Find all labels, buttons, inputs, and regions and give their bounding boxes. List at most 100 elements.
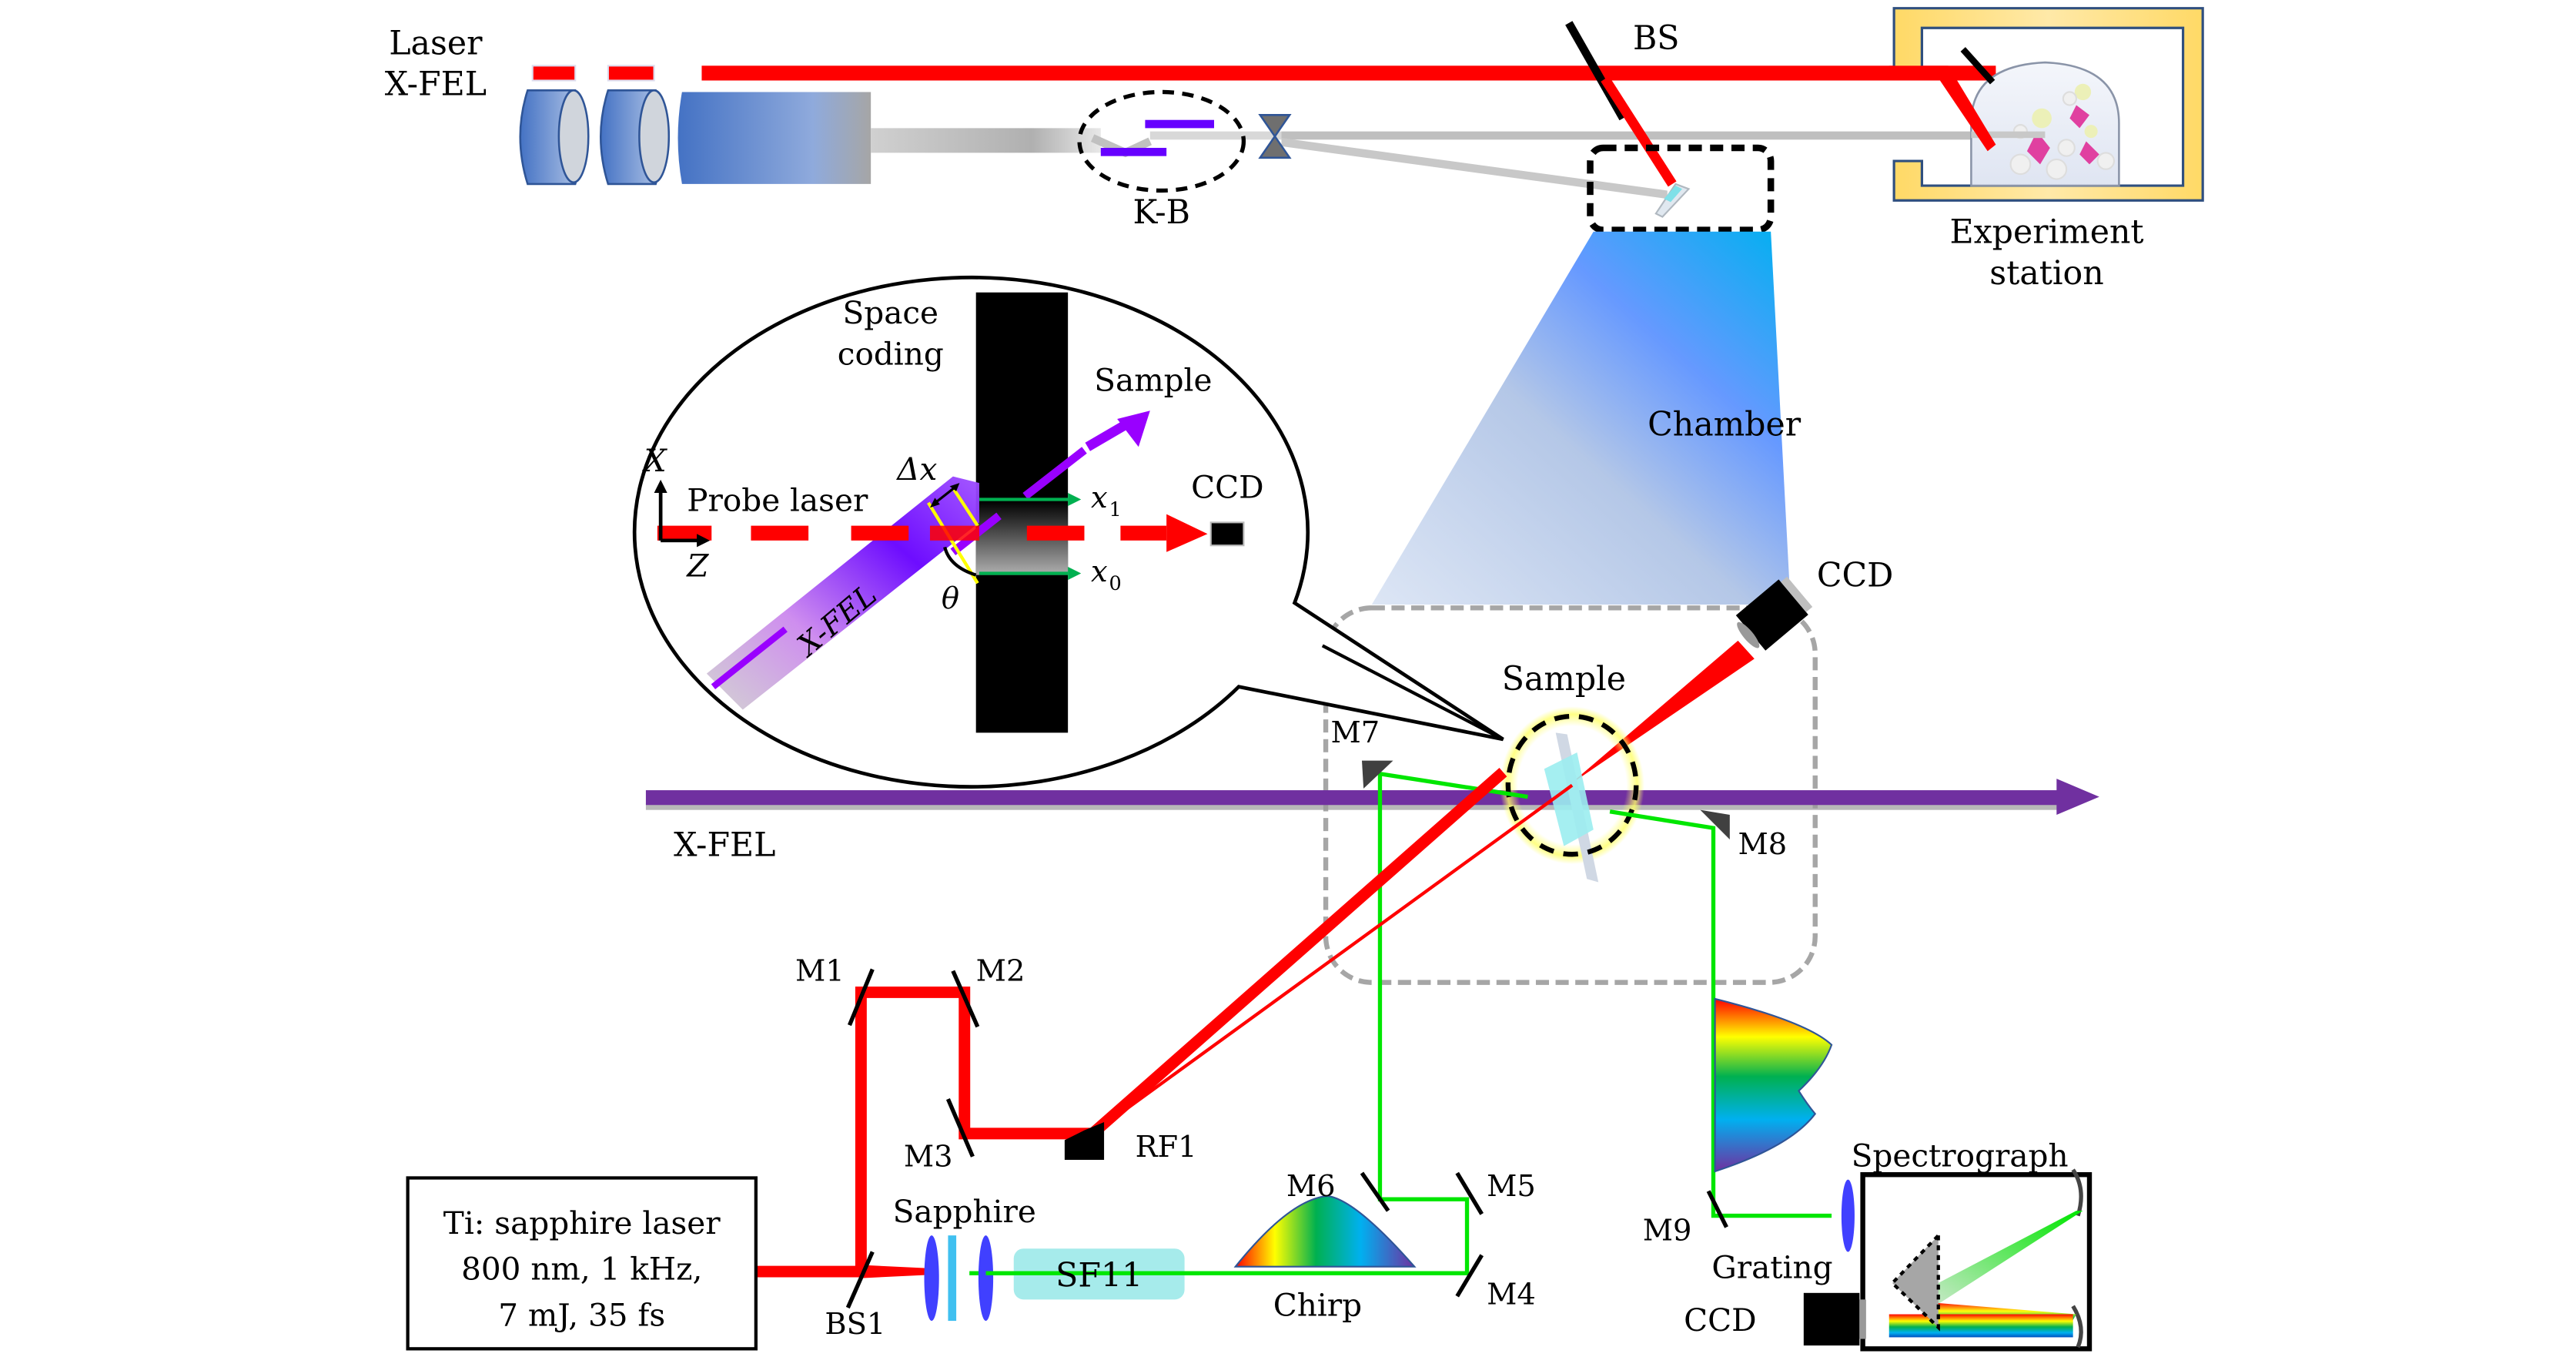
mirror-m2: [951, 970, 980, 1028]
rf1-label: RF1: [1136, 1130, 1197, 1164]
kb-mirror-upper: [1145, 119, 1215, 129]
space-coding-label-2: coding: [838, 336, 944, 373]
sf11-label: SF11: [1055, 1256, 1142, 1295]
laser-spec-line2: 800 nm, 1 kHz,: [461, 1251, 702, 1288]
sapphire-assembly: [924, 1235, 994, 1322]
space-coding-inset: Space coding X-FEL Sample CCD: [632, 276, 1504, 789]
experiment-station: [1889, 7, 2204, 202]
spectrograph-ccd: [1803, 1292, 1866, 1346]
undulator-cylinder-1: [519, 89, 590, 186]
chamber-view: Chamber CCD Sample: [1323, 231, 1893, 985]
beam-splitter-bs: [1565, 21, 1627, 121]
undulator-magnet-1: [531, 65, 577, 82]
wavefront-0: [927, 501, 979, 585]
kb-mirror-highlight: [1077, 89, 1246, 193]
xfel-label: X-FEL: [674, 826, 775, 864]
ti-sapphire-laser-box: [406, 1176, 758, 1351]
main-laser-beam: [701, 65, 1996, 81]
bs-label: BS: [1633, 19, 1680, 58]
experiment-label: Experiment: [1949, 213, 2143, 252]
sapphire-plate: [948, 1235, 957, 1322]
mirror-m7: [1361, 760, 1393, 789]
grating-prism: [1889, 1231, 1940, 1332]
inset-sample-label: Sample: [1094, 362, 1212, 399]
grating-label: Grating: [1711, 1249, 1832, 1286]
mirror-m8: [1700, 809, 1730, 840]
spectrograph-ccd-label: CCD: [1684, 1302, 1756, 1339]
x0-label: x: [1091, 555, 1108, 589]
dispersed-spectrum-beam: [1889, 1314, 2073, 1338]
coordinate-axes: [654, 479, 711, 548]
chamber-detail-box: [1323, 605, 1818, 985]
split-laser-beam: [1601, 75, 1677, 187]
m8-label: M8: [1738, 827, 1787, 862]
spectrograph-label: Spectrograph: [1852, 1138, 2069, 1174]
undulator-tube: [677, 92, 871, 184]
mirror-m3: [945, 1098, 975, 1158]
sample-direction-arrow: [1117, 410, 1150, 447]
xray-beam-entry: [1971, 131, 2046, 139]
laser-spec-line3: 7 mJ, 35 fs: [498, 1296, 665, 1333]
top-beamline: Laser X-FEL K-B BS: [385, 7, 2204, 293]
xfel-main-beam: [645, 779, 2099, 816]
chamber-sample-label: Sample: [1502, 660, 1626, 699]
x1-subscript: 1: [1109, 498, 1121, 521]
probe-laser-dashed: [657, 514, 1208, 552]
chamber-ccd-camera: [1735, 576, 1813, 651]
wavefront-1: [952, 487, 979, 527]
chirp-pulse-icon: [1233, 1194, 1417, 1268]
theta-label: θ: [942, 581, 959, 615]
axis-x-label: X: [642, 442, 668, 479]
m2-label: M2: [976, 954, 1025, 989]
rf1-block: [1064, 1121, 1105, 1161]
beam-splitter-bs1: [845, 1251, 875, 1309]
xray-beam-to-station: [1281, 131, 1972, 140]
probe-arrowhead: [1166, 514, 1208, 552]
m4-label: M4: [1487, 1278, 1536, 1312]
xfel-center-line: [711, 626, 788, 690]
chamber-mirror-face: [1664, 186, 1682, 203]
probe-laser-label: Probe laser: [687, 481, 868, 518]
axis-z-label: Z: [685, 548, 709, 585]
inset-ccd-icon: [1209, 521, 1245, 547]
mirror-m1: [847, 968, 875, 1027]
m6-label: M6: [1286, 1169, 1336, 1204]
xfel-arrowhead: [2056, 779, 2099, 816]
inset-xfel-beam: [706, 476, 979, 710]
chamber-label: Chamber: [1648, 405, 1802, 444]
delta-x-label: Δx: [895, 451, 937, 488]
source-label-laser: Laser: [389, 24, 483, 62]
spectrum-profile-icon: [1714, 997, 1833, 1173]
x0-subscript: 0: [1109, 572, 1121, 595]
focus-aperture-icon: [1258, 114, 1292, 159]
undulator-magnet-2: [607, 65, 655, 82]
mirror-m4: [1455, 1254, 1484, 1298]
station-label: station: [1989, 254, 2103, 293]
kb-mirror-lower: [1100, 147, 1167, 156]
xray-beam-to-chamber: [1281, 138, 1668, 199]
pump-laser-path: [755, 767, 1574, 1278]
lens-2: [978, 1235, 994, 1322]
bs1-label: BS1: [825, 1307, 885, 1342]
kb-label: K-B: [1132, 193, 1190, 232]
pump-beam-to-sample: [1091, 783, 1574, 1135]
space-coding-label-1: Space: [843, 294, 939, 331]
mirror-m9: [1706, 1190, 1728, 1228]
m7-label: M7: [1330, 715, 1380, 750]
mirror-m6: [1360, 1171, 1390, 1212]
m9-label: M9: [1643, 1214, 1692, 1248]
chamber-entrance-highlight: [1587, 144, 1775, 233]
chirp-label: Chirp: [1273, 1287, 1362, 1324]
chamber-projection: [1371, 231, 1791, 605]
source-label-xfel: X-FEL: [385, 65, 487, 104]
theta-arc: [943, 546, 977, 577]
station-mirror: [1960, 47, 1996, 85]
xray-beam-segment: [1149, 131, 1282, 140]
lens-1: [924, 1235, 939, 1322]
spectrograph: [1841, 1168, 2093, 1352]
xray-beam-segment: [871, 128, 1101, 153]
chamber-mirror: [1654, 183, 1691, 218]
m1-label: M1: [795, 954, 845, 989]
focusing-mirror: [2071, 1305, 2083, 1349]
sapphire-label: Sapphire: [893, 1193, 1036, 1230]
